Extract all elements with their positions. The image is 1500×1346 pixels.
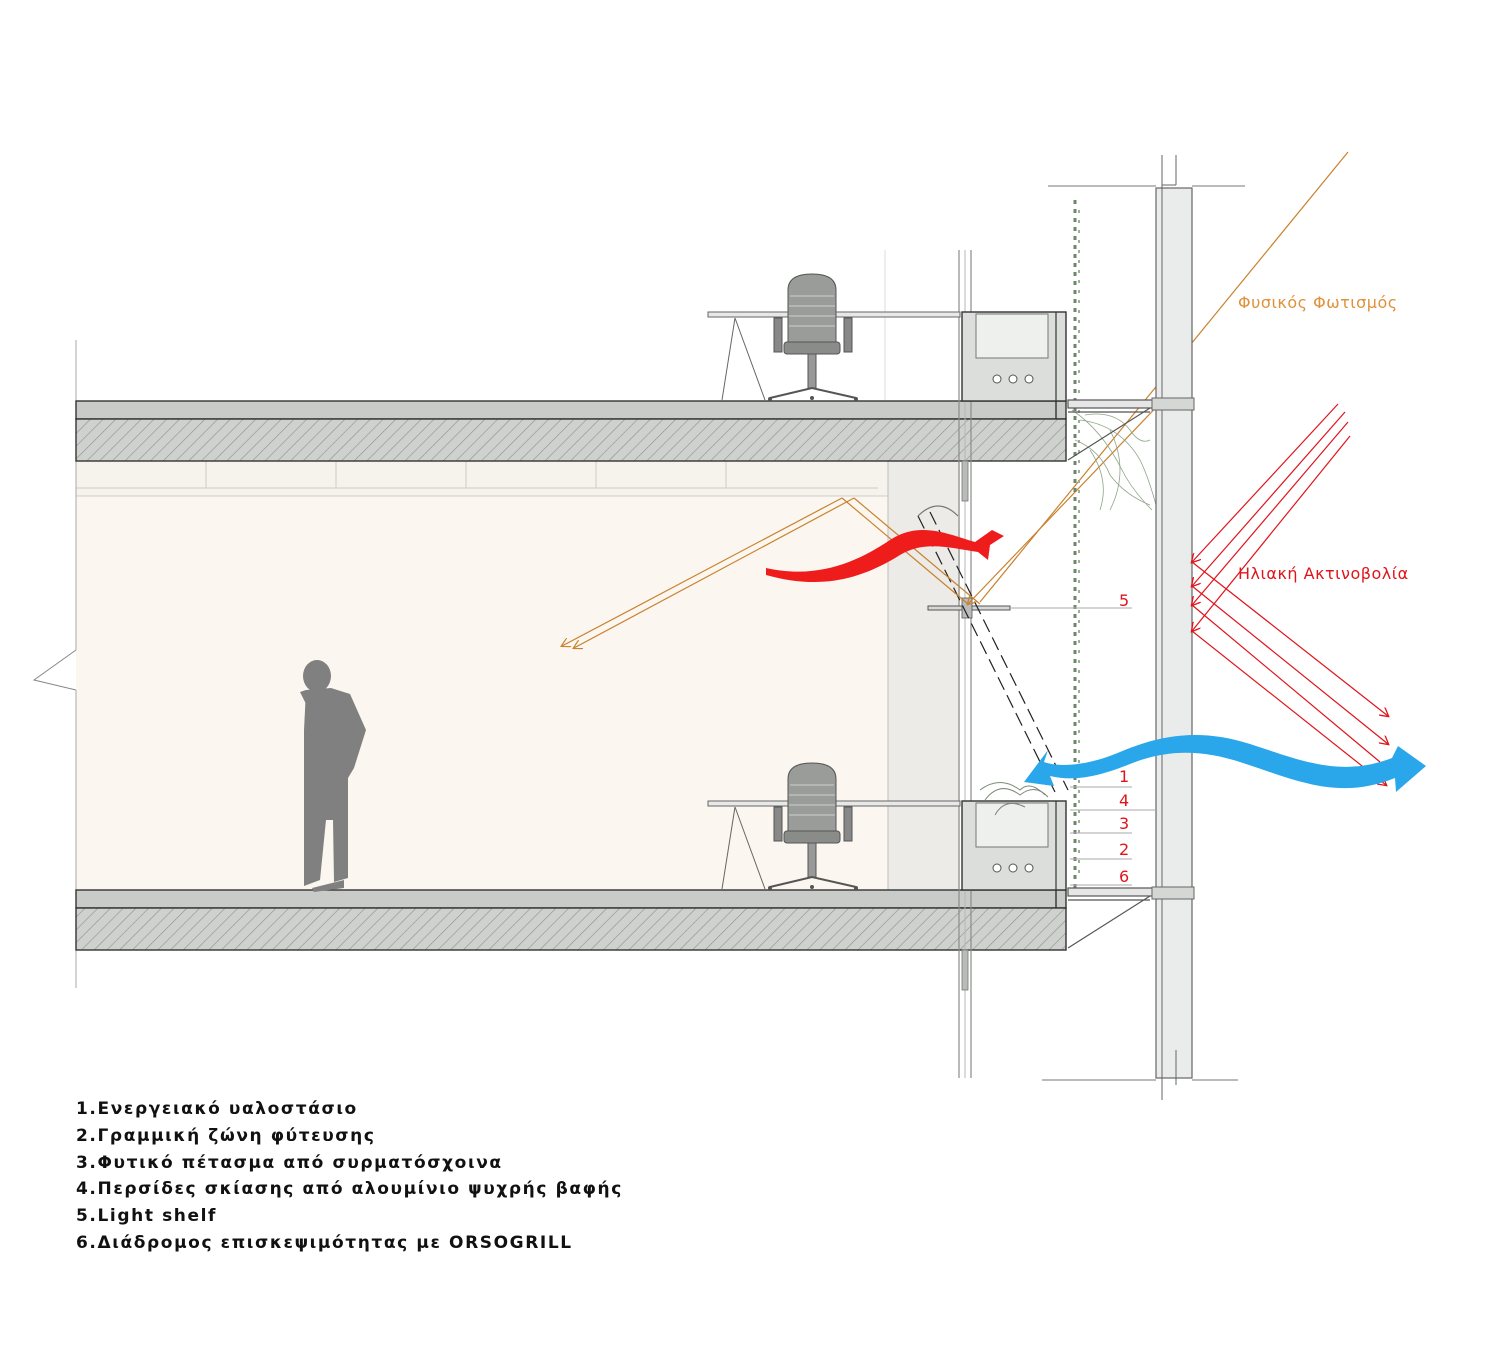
upper-floor-slab [75,400,1067,462]
warm-air-arrow [766,529,1004,583]
break-line [32,340,77,988]
natural-light-label: Φυσικός Φωτισμός [1238,293,1398,312]
marker-3: 3 [1119,814,1129,833]
shading-louvers [917,505,1069,793]
chair-upper-icon [768,273,858,401]
legend-item-4: 4.Περσίδες σκίασης από αλουμίνιο ψυχρής … [76,1179,623,1200]
outer-shading-wall [1042,155,1245,1100]
legend-list: 1.Ενεργειακό υαλοστάσιο 2.Γραμμική ζώνη … [76,1096,623,1257]
solar-radiation-rays [1192,403,1388,785]
marker-5: 5 [1119,591,1129,610]
solar-radiation-label: Ηλιακή Ακτινοβολία [1238,564,1409,583]
planter-upper [961,311,1067,402]
lower-floor-slab [75,889,1067,951]
walkway-orsogrill [1067,399,1157,949]
marker-leaders [1010,607,1156,886]
marker-2: 2 [1119,840,1129,859]
person-silhouette-icon [300,660,366,892]
marker-4: 4 [1119,791,1129,810]
chair-lower-icon [768,762,858,890]
legend-item-3: 3.Φυτικό πέτασμα από συρματόσχοινα [76,1152,503,1173]
legend-item-5: 5.Light shelf [76,1206,218,1227]
interior-space [75,250,960,890]
planter-lower [961,782,1067,891]
cool-air-arrow [1024,735,1426,792]
legend-item-2: 2.Γραμμική ζώνη φύτευσης [76,1125,376,1146]
marker-6: 6 [1119,867,1129,886]
marker-1: 1 [1119,767,1129,786]
legend-item-1: 1.Ενεργειακό υαλοστάσιο [76,1099,358,1119]
legend-item-6: 6.Διάδρομος επισκεψιμότητας με ORSOGRILL [76,1232,573,1253]
